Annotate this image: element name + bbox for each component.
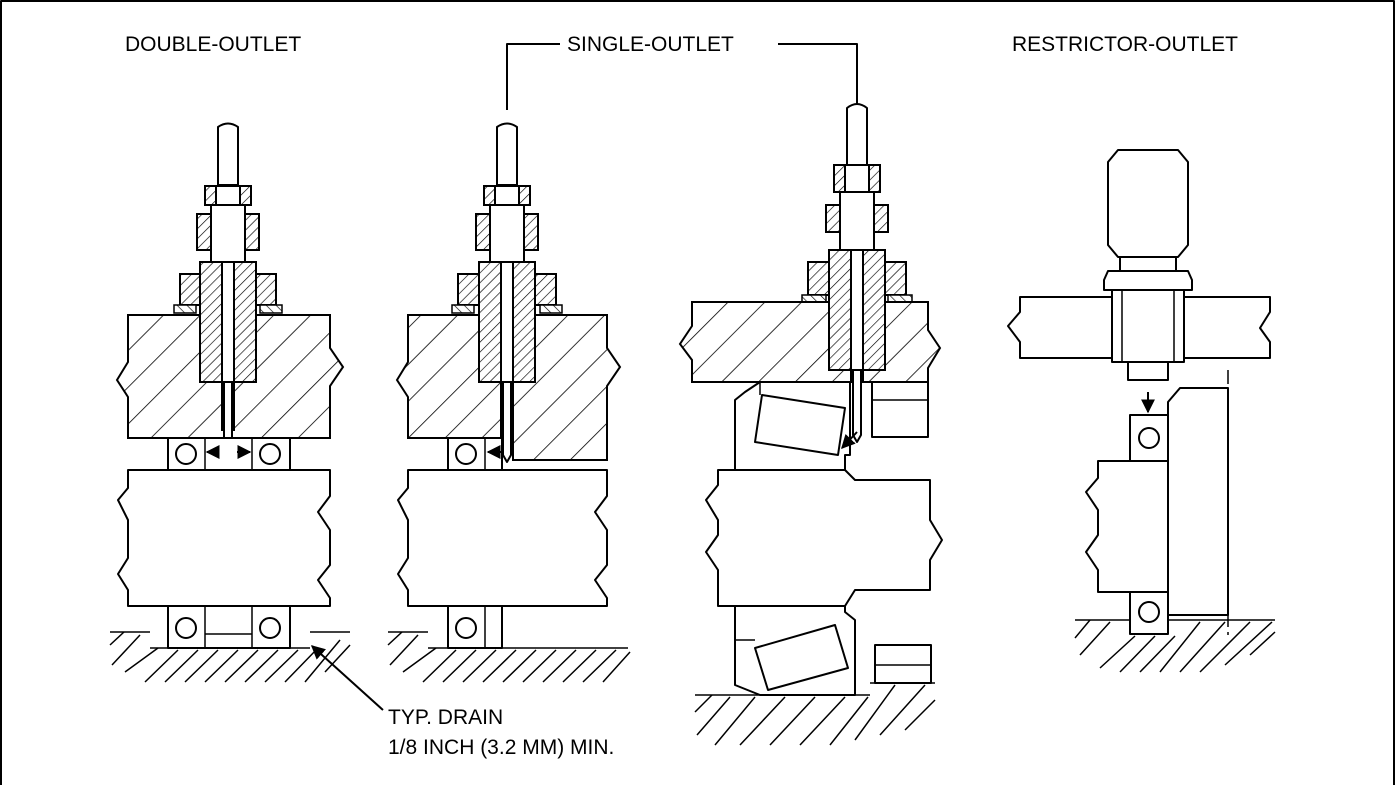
single-outlet-label: SINGLE-OUTLET [567, 33, 734, 56]
single-outlet-assembly-left [387, 122, 631, 683]
restrictor-outlet-label: RESTRICTOR-OUTLET [1012, 33, 1238, 56]
double-outlet-assembly [109, 122, 351, 683]
drain-label-line1: TYP. DRAIN [388, 706, 503, 729]
single-outlet-assembly-right [678, 103, 943, 746]
drain-leader-arrow [310, 645, 384, 711]
double-outlet-label: DOUBLE-OUTLET [125, 33, 301, 56]
single-outlet-leader-right [778, 43, 858, 108]
drain-label-line2: 1/8 INCH (3.2 MM) MIN. [388, 736, 614, 759]
single-outlet-leader-left [506, 43, 560, 110]
restrictor-outlet-assembly [1007, 149, 1276, 673]
